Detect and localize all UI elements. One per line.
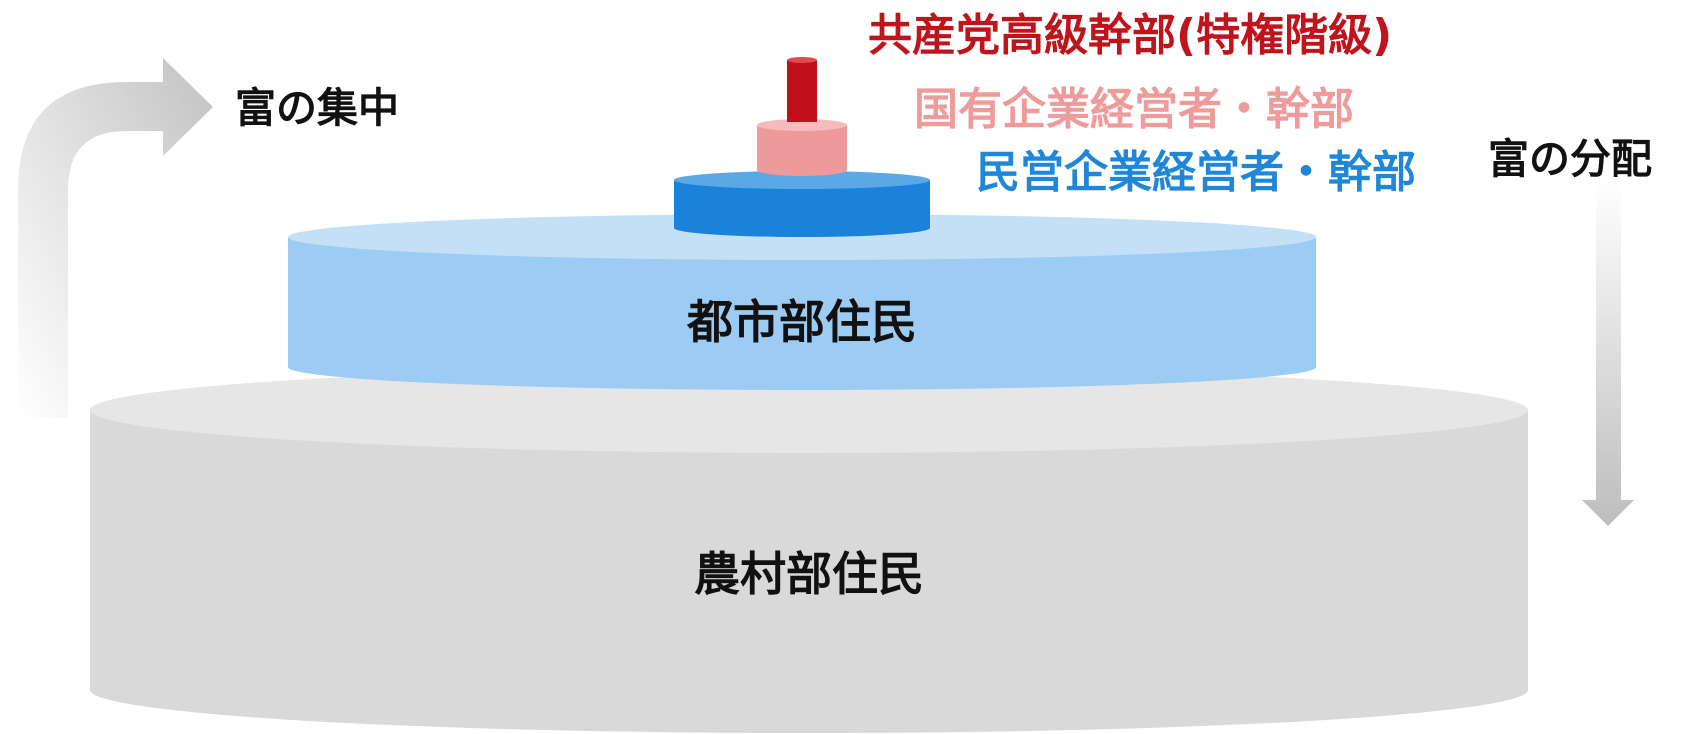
curved-up-right-arrow-icon	[18, 58, 213, 418]
elite-tier-top	[787, 57, 817, 63]
down-arrow-icon	[1582, 180, 1634, 526]
rural-tier-label: 農村部住民	[694, 547, 924, 601]
elite-tier-body	[787, 60, 817, 122]
wealth-concentration-label: 富の集中	[235, 84, 399, 132]
private-tier-body	[674, 180, 930, 237]
tier-party-elite	[787, 57, 817, 122]
private-tier-top	[674, 171, 930, 189]
rural-tier-top	[90, 367, 1528, 453]
tier-soe-managers	[757, 119, 847, 176]
wealth-distribution-label: 富の分配	[1488, 135, 1652, 183]
rural-tier-body	[90, 410, 1528, 734]
private-managers-label: 民営企業経営者・幹部	[976, 147, 1416, 198]
tier-rural-residents: 農村部住民	[90, 367, 1528, 734]
soe-managers-label: 国有企業経営者・幹部	[914, 84, 1354, 135]
party-elite-label: 共産党高級幹部(特権階級)	[868, 10, 1392, 61]
tier-urban-residents: 都市部住民	[288, 214, 1316, 390]
tier-private-enterprise-managers	[674, 171, 930, 237]
urban-tier-label: 都市部住民	[686, 295, 917, 349]
urban-tier-body	[288, 237, 1316, 390]
soe-tier-body	[757, 125, 847, 176]
soe-tier-top	[757, 119, 847, 131]
